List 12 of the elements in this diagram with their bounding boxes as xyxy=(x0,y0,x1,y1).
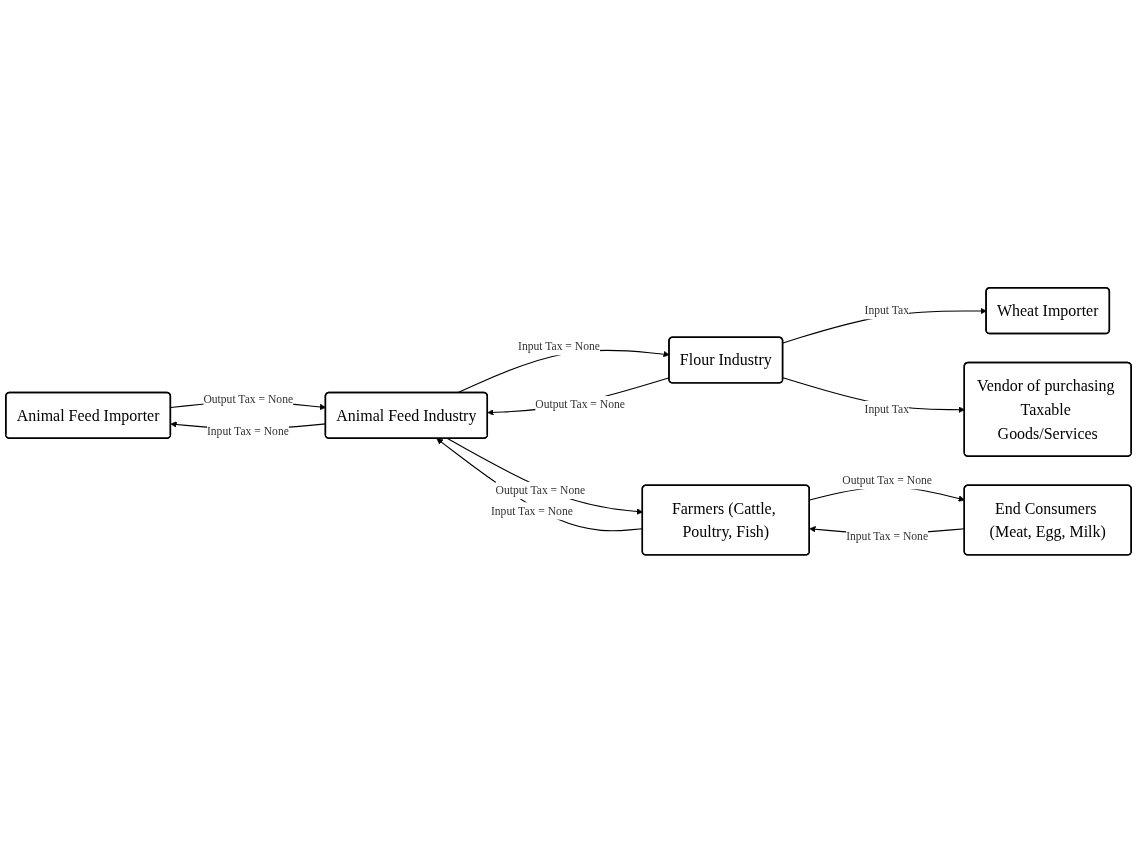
edge-label: Output Tax = None xyxy=(495,483,586,496)
edge-label: Input Tax = None xyxy=(518,339,600,353)
edge-label: Output Tax = None xyxy=(203,392,294,405)
edge-label: Input Tax xyxy=(864,303,909,317)
edge-label: Input Tax = None xyxy=(206,424,289,437)
arrow xyxy=(447,437,643,515)
edge-label: Input Tax = None xyxy=(846,529,929,542)
arrow xyxy=(487,376,670,416)
edge-label: Input Tax = None xyxy=(490,504,573,517)
edge-label: Input Tax xyxy=(864,402,909,415)
edge-label: Output Tax = None xyxy=(535,397,625,411)
edge-label: Output Tax = None xyxy=(842,473,932,487)
